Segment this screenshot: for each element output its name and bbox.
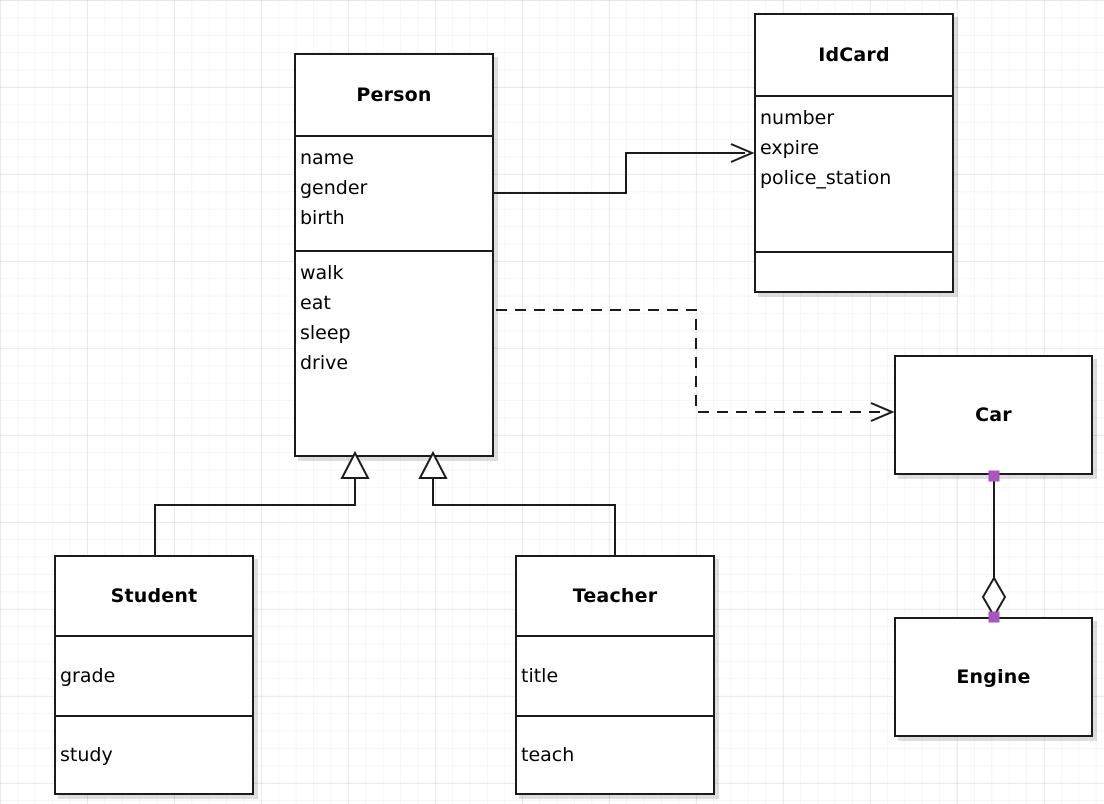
operation-item: walk: [300, 262, 344, 284]
attribute-item: expire: [760, 137, 820, 160]
class-title-idcard: IdCard: [818, 44, 890, 66]
class-attributes-student: grade: [56, 635, 252, 715]
class-title-car: Car: [975, 404, 1012, 426]
class-title-student: Student: [110, 585, 198, 607]
connector-handle-target[interactable]: [988, 611, 1000, 623]
relationship-generalization-student-person[interactable]: [154, 450, 370, 555]
relationship-aggregation-car-engine[interactable]: [981, 476, 1007, 618]
attribute-item: grade: [60, 664, 116, 687]
uml-class-person[interactable]: Person name gender birth walk eat sleep …: [294, 53, 494, 457]
class-title-teacher: Teacher: [572, 585, 658, 607]
operation-item: eat: [300, 292, 331, 315]
attribute-item: birth: [300, 207, 345, 230]
attribute-item: police_station: [760, 167, 892, 190]
class-operations-idcard: [756, 251, 952, 291]
operation-item: teach: [521, 743, 575, 766]
attribute-item: gender: [300, 177, 368, 200]
attribute-item: title: [521, 664, 559, 687]
open-arrow-icon: [870, 402, 895, 422]
class-title-engine: Engine: [956, 666, 1031, 688]
uml-class-student[interactable]: Student grade study: [54, 555, 254, 795]
uml-class-car[interactable]: Car: [894, 355, 1093, 475]
class-attributes-idcard: number expire police_station: [756, 95, 952, 251]
operation-item: sleep: [300, 322, 351, 345]
class-title-person: Person: [356, 84, 432, 106]
relationship-dependency-person-car[interactable]: [496, 309, 895, 422]
class-operations-student: study: [56, 715, 252, 793]
attribute-item: number: [760, 107, 835, 129]
operation-item: drive: [300, 352, 349, 375]
relationship-association-person-idcard[interactable]: [494, 143, 755, 194]
connector-handle-source[interactable]: [988, 470, 1000, 482]
operation-item: study: [60, 743, 113, 766]
relationship-generalization-teacher-person[interactable]: [418, 450, 616, 555]
class-operations-teacher: teach: [517, 715, 713, 793]
uml-class-idcard[interactable]: IdCard number expire police_station: [754, 13, 954, 293]
open-arrow-icon: [730, 143, 755, 163]
hollow-diamond-icon: [981, 576, 1007, 618]
uml-class-engine[interactable]: Engine: [894, 617, 1093, 737]
class-attributes-person: name gender birth: [296, 135, 492, 250]
attribute-item: name: [300, 147, 354, 169]
class-operations-person: walk eat sleep drive: [296, 250, 492, 455]
uml-class-teacher[interactable]: Teacher title teach: [515, 555, 715, 795]
class-attributes-teacher: title: [517, 635, 713, 715]
